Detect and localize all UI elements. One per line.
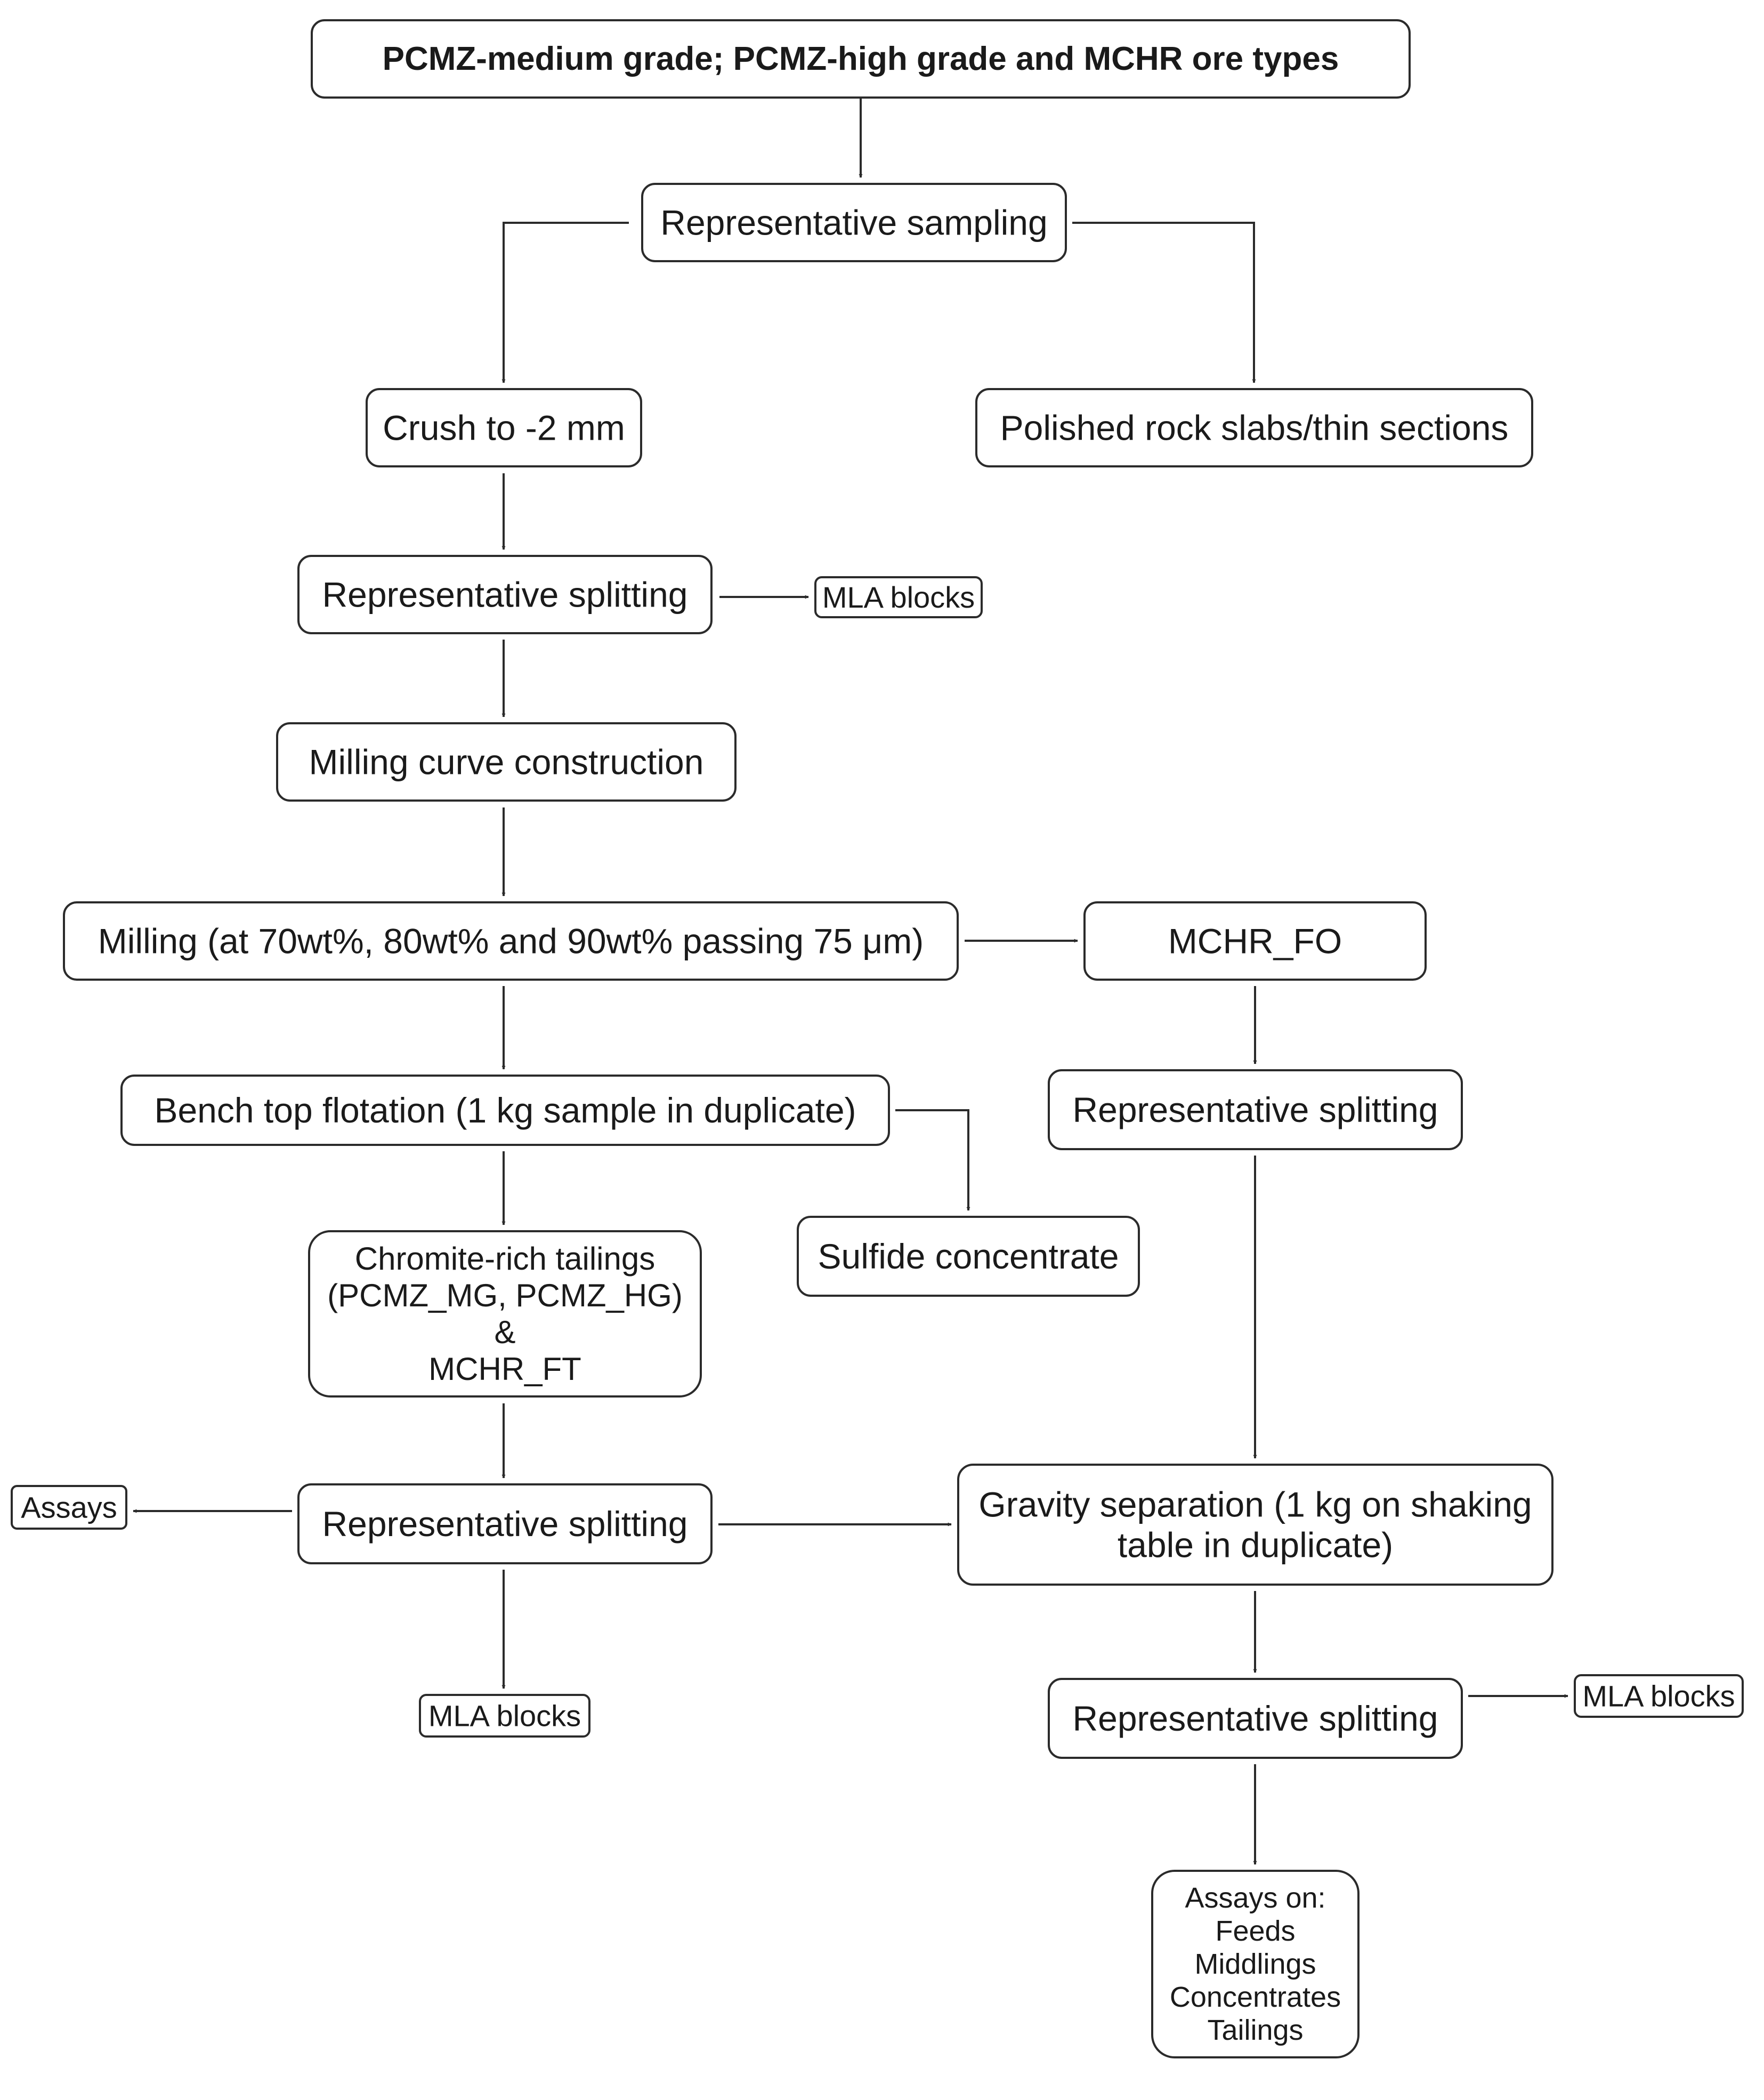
node-rep-split-fo: Representative splitting	[1048, 1069, 1463, 1150]
node-label: MLA blocks	[428, 1699, 581, 1733]
node-milling-curve: Milling curve construction	[276, 722, 737, 802]
node-label: PCMZ-medium grade; PCMZ-high grade and M…	[383, 41, 1339, 77]
node-mla-2: MLA blocks	[419, 1694, 590, 1738]
node-mla-1: MLA blocks	[814, 576, 983, 618]
node-label: Bench top flotation (1 kg sample in dupl…	[154, 1091, 856, 1130]
node-rep-split-1: Representative splitting	[297, 555, 713, 634]
node-box	[1574, 1674, 1744, 1718]
node-label: Milling curve construction	[309, 742, 704, 782]
node-label: Middlings	[1194, 1948, 1316, 1980]
node-box	[797, 1216, 1140, 1297]
node-label: Chromite-rich tailings	[355, 1241, 656, 1277]
node-rep-sampling: Representative sampling	[641, 183, 1067, 262]
node-label: Representative splitting	[1072, 1699, 1438, 1738]
node-box	[957, 1464, 1553, 1586]
node-box	[419, 1694, 590, 1738]
node-milling: Milling (at 70wt%, 80wt% and 90wt% passi…	[63, 901, 959, 981]
node-label: Representative splitting	[322, 575, 687, 615]
node-assays-on: Assays on:FeedsMiddlingsConcentratesTail…	[1151, 1870, 1360, 2058]
node-box	[297, 555, 713, 634]
node-label: MLA blocks	[822, 580, 975, 614]
node-box	[308, 1230, 702, 1398]
connector-layer	[133, 98, 1568, 1865]
node-box	[120, 1075, 890, 1146]
node-label: Tailings	[1207, 2014, 1303, 2046]
node-label: Concentrates	[1170, 1981, 1341, 2013]
node-label: table in duplicate)	[1118, 1525, 1393, 1564]
node-mchr-fo: MCHR_FO	[1083, 901, 1427, 981]
node-label: Crush to -2 mm	[383, 408, 625, 448]
node-box	[297, 1483, 713, 1564]
node-label: (PCMZ_MG, PCMZ_HG)	[327, 1278, 683, 1313]
node-label: MCHR_FO	[1168, 922, 1342, 961]
node-label: Gravity separation (1 kg on shaking	[978, 1485, 1532, 1524]
node-flotation: Bench top flotation (1 kg sample in dupl…	[120, 1075, 890, 1146]
node-layer: PCMZ-medium grade; PCMZ-high grade and M…	[11, 19, 1744, 2058]
node-box	[366, 388, 642, 467]
node-box	[311, 19, 1411, 99]
arrow-rep-sampling-to-polished	[1072, 222, 1256, 383]
node-gravity: Gravity separation (1 kg on shakingtable…	[957, 1464, 1553, 1586]
node-label: Polished rock slabs/thin sections	[1000, 408, 1509, 448]
node-label: Representative sampling	[660, 203, 1047, 243]
node-label: Milling (at 70wt%, 80wt% and 90wt% passi…	[98, 922, 924, 961]
node-rep-split-3: Representative splitting	[1048, 1678, 1463, 1759]
node-label: MCHR_FT	[428, 1351, 581, 1387]
node-label: Assays	[21, 1491, 117, 1524]
node-box	[1048, 1069, 1463, 1150]
node-label: MLA blocks	[1582, 1679, 1735, 1713]
node-label: Sulfide concentrate	[818, 1237, 1119, 1276]
node-box	[1083, 901, 1427, 981]
node-box	[63, 901, 959, 981]
node-assays-left: Assays	[11, 1485, 127, 1530]
node-box	[814, 576, 983, 618]
node-box	[11, 1485, 127, 1530]
node-ore-types: PCMZ-medium grade; PCMZ-high grade and M…	[311, 19, 1411, 99]
arrow-flotation-to-sulfide	[895, 1109, 970, 1211]
node-mla-3: MLA blocks	[1574, 1674, 1744, 1718]
node-box	[975, 388, 1533, 467]
node-sulfide: Sulfide concentrate	[797, 1216, 1140, 1297]
node-label: &	[494, 1314, 515, 1350]
node-box	[1151, 1870, 1360, 2058]
node-box	[276, 722, 737, 802]
node-chromite-tailings: Chromite-rich tailings(PCMZ_MG, PCMZ_HG)…	[308, 1230, 702, 1398]
node-label: Feeds	[1215, 1915, 1295, 1947]
node-polished: Polished rock slabs/thin sections	[975, 388, 1533, 467]
node-label: Assays on:	[1185, 1882, 1325, 1914]
node-box	[1048, 1678, 1463, 1759]
node-rep-split-2: Representative splitting	[297, 1483, 713, 1564]
node-label: Representative splitting	[322, 1504, 687, 1544]
arrow-rep-sampling-to-crush	[501, 222, 629, 383]
node-crush: Crush to -2 mm	[366, 388, 642, 467]
node-label: Representative splitting	[1072, 1090, 1438, 1129]
node-box	[641, 183, 1067, 262]
